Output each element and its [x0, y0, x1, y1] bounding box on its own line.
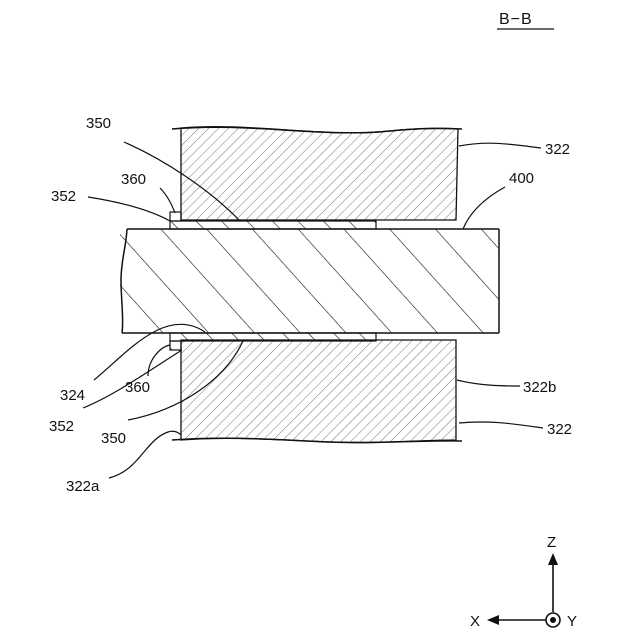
leader-400	[463, 187, 505, 229]
label-322a: 322a	[66, 478, 100, 495]
z-arrow-icon	[548, 553, 558, 565]
y-axis-label: Y	[567, 613, 577, 630]
leader-322b	[457, 380, 520, 386]
section-title: B−B	[499, 11, 533, 28]
label-322-top: 322	[545, 141, 570, 158]
upper-member-322	[181, 127, 458, 220]
label-352-top: 352	[51, 188, 76, 205]
label-322-bottom: 322	[547, 421, 572, 438]
leader-360-bottom	[148, 345, 170, 376]
lower-film-350	[170, 333, 376, 341]
y-axis-dot-icon	[550, 617, 556, 623]
lower-member-322	[181, 340, 456, 443]
label-322b: 322b	[523, 379, 556, 396]
upper-seal-352	[170, 212, 181, 221]
label-360-bottom: 360	[125, 379, 150, 396]
leader-360-top	[160, 188, 175, 213]
x-axis-label: X	[470, 613, 480, 630]
z-axis-label: Z	[547, 534, 556, 551]
leader-322-top	[459, 143, 541, 148]
shaft-400	[120, 229, 499, 333]
x-arrow-icon	[487, 615, 499, 625]
leader-352-top	[88, 197, 170, 221]
upper-film-350	[170, 221, 376, 229]
label-324: 324	[60, 387, 85, 404]
label-350-top: 350	[86, 115, 111, 132]
axis-indicator: Z X Y	[470, 534, 577, 630]
leader-322-bottom	[459, 422, 543, 428]
label-352-bottom: 352	[49, 418, 74, 435]
lower-seal-352	[170, 341, 181, 350]
label-400: 400	[509, 170, 534, 187]
label-360-top: 360	[121, 171, 146, 188]
label-350-bottom: 350	[101, 430, 126, 447]
